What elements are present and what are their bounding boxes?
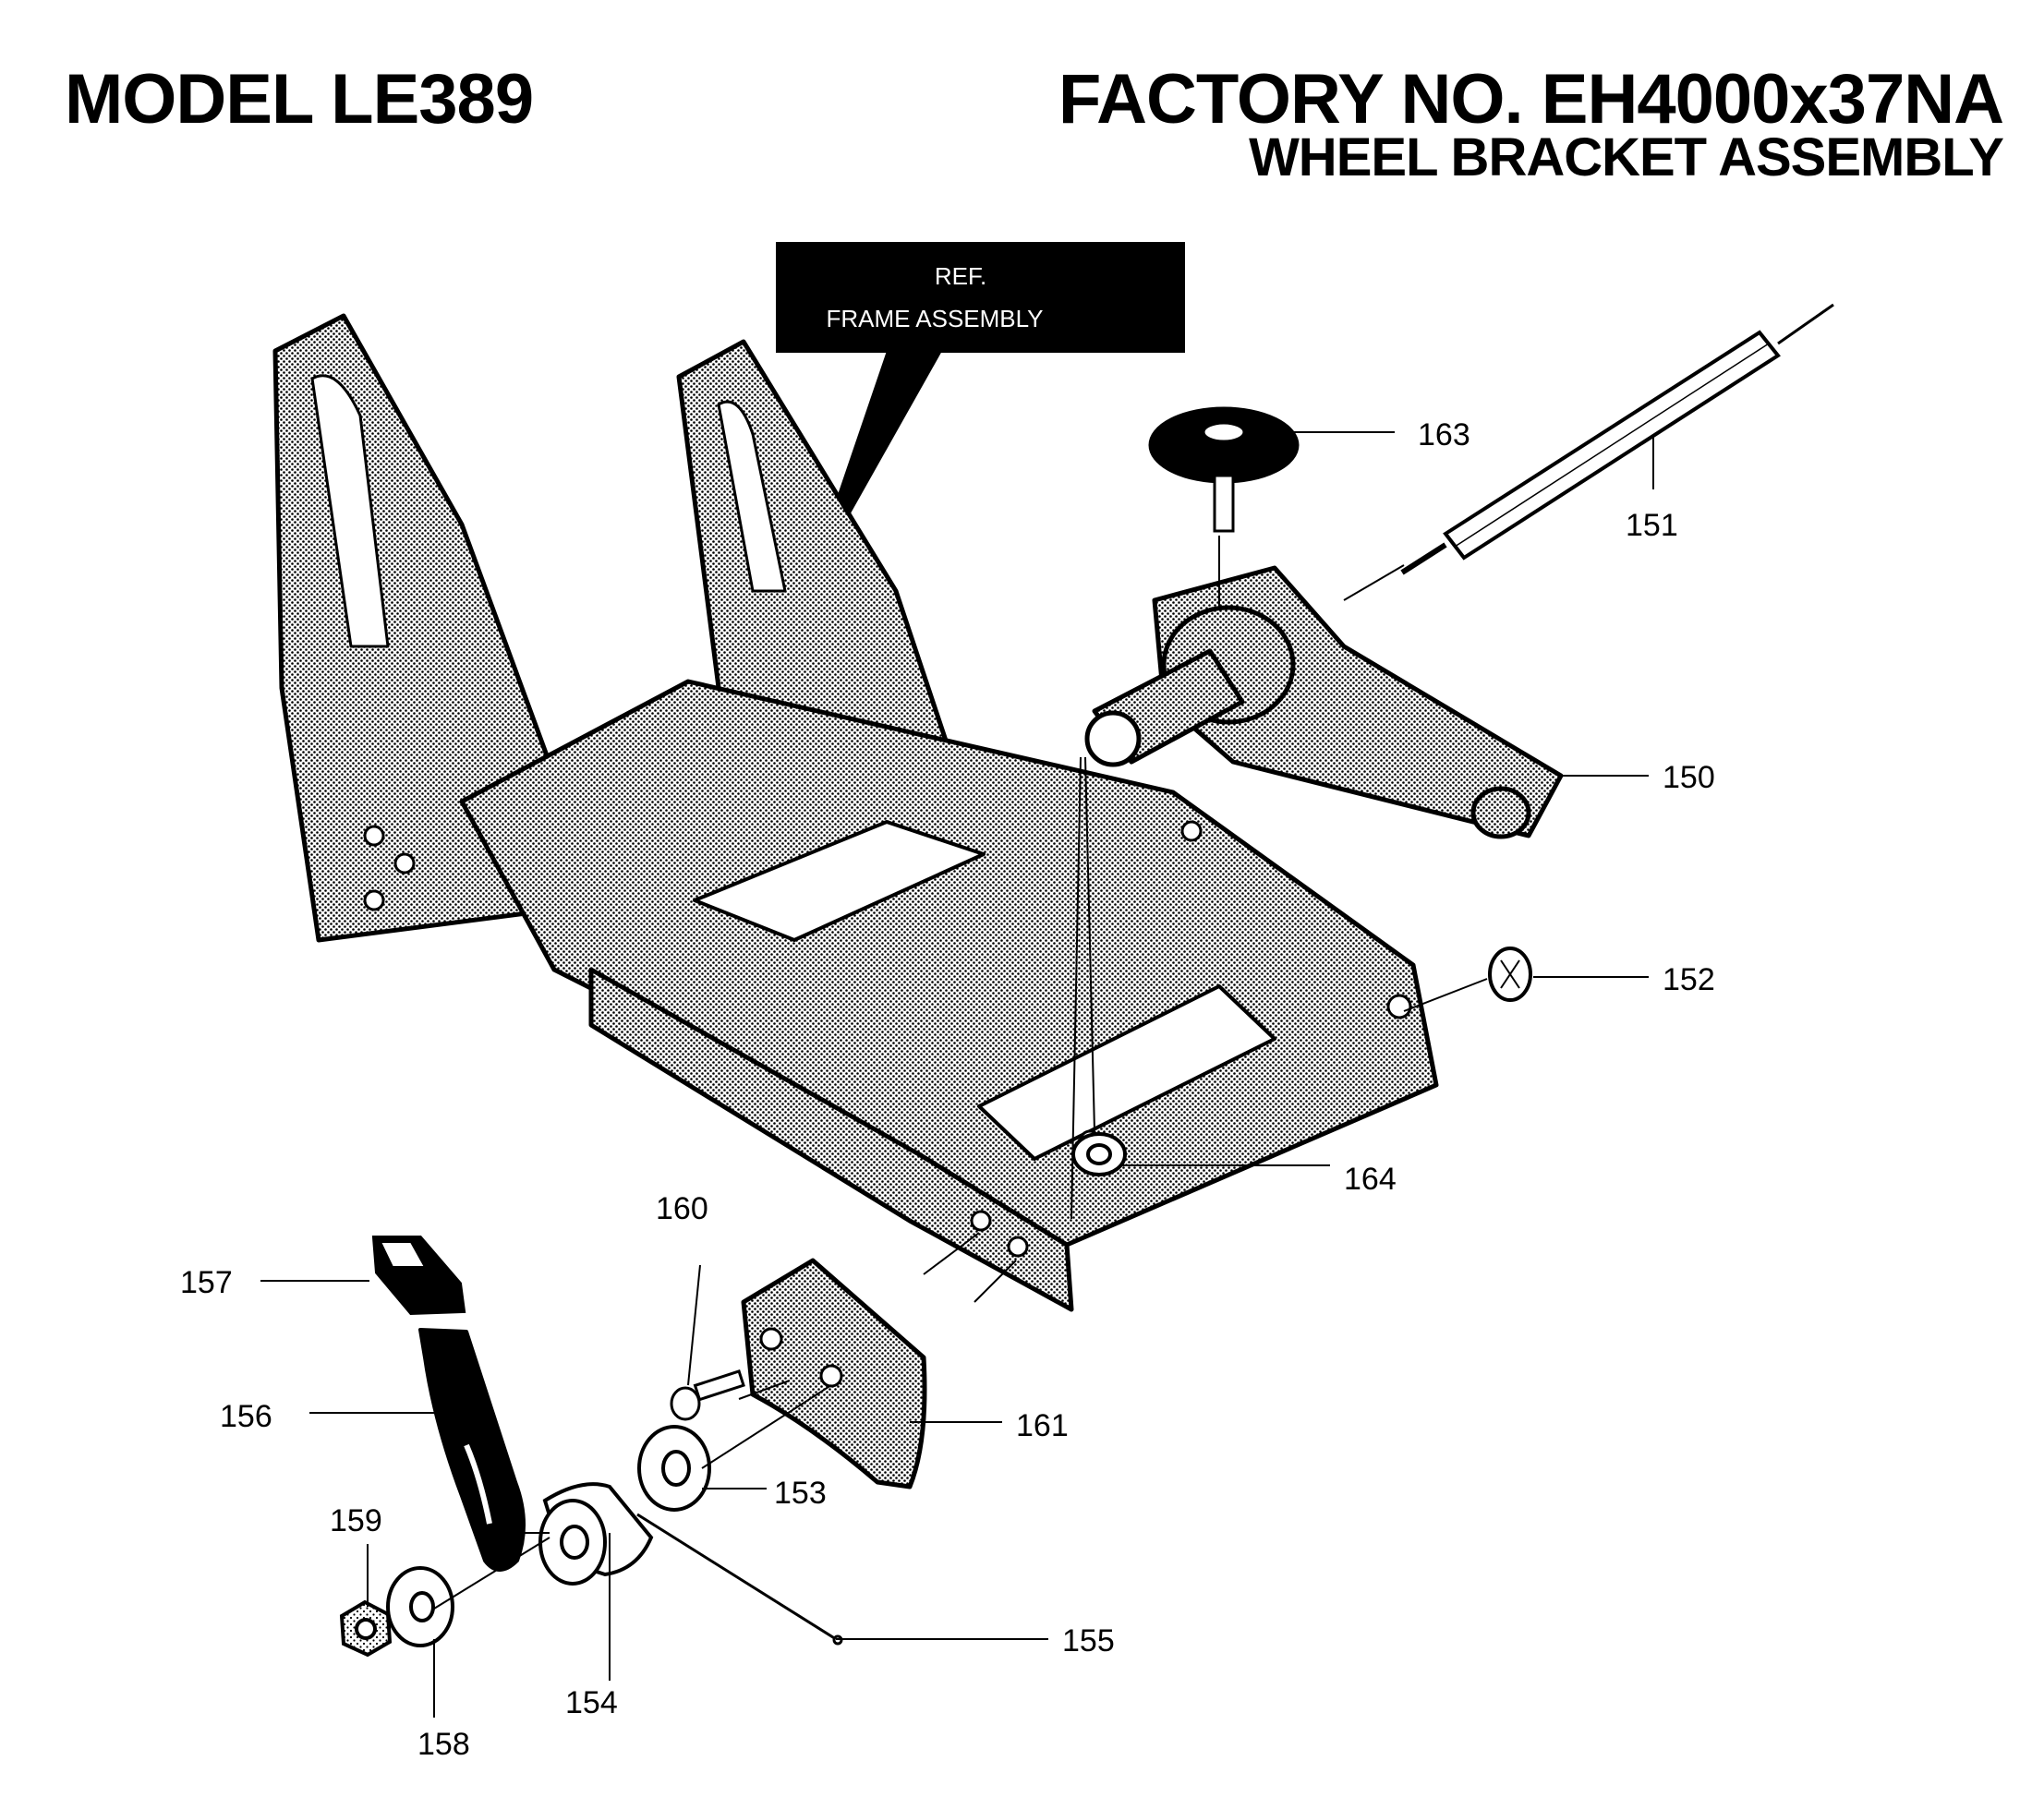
callout-152: 152 <box>1663 962 1715 997</box>
part-151-axle-rod <box>1400 303 1834 575</box>
callout-160: 160 <box>656 1191 708 1226</box>
reference-box <box>776 242 1185 353</box>
part-163-knob <box>1148 406 1300 533</box>
base-slot-left <box>693 820 986 942</box>
callout-labels: 163 151 150 152 164 160 157 156 161 153 … <box>180 417 1715 1762</box>
part-153-washer <box>637 1425 711 1512</box>
reference-line-1: REF. <box>935 262 986 290</box>
part-159-nut <box>339 1599 393 1658</box>
part-156-handle-lever <box>418 1328 526 1572</box>
part-164-bushing <box>1071 1132 1127 1176</box>
part-160-screw <box>670 1369 745 1421</box>
right-plate-slot <box>717 400 787 593</box>
callout-154: 154 <box>565 1685 618 1720</box>
callout-163: 163 <box>1418 417 1470 452</box>
base-slot-right <box>977 984 1276 1161</box>
leader-lines <box>260 431 1654 1718</box>
left-plate-slot <box>310 374 390 648</box>
part-157-handle-grip <box>371 1236 466 1316</box>
part-158-washer <box>386 1566 454 1647</box>
part-154-collar <box>538 1482 654 1586</box>
front-lip <box>588 967 1074 1312</box>
reference-line-2: FRAME ASSEMBLY <box>826 305 1043 332</box>
part-150-wheel-arm <box>1084 565 1564 839</box>
callout-157: 157 <box>180 1265 233 1300</box>
callout-156: 156 <box>220 1399 272 1434</box>
assembly-title: WHEEL BRACKET ASSEMBLY <box>1249 127 2004 187</box>
callout-153: 153 <box>774 1476 827 1511</box>
callout-159: 159 <box>330 1503 382 1538</box>
callout-158: 158 <box>417 1727 470 1762</box>
factory-number: FACTORY NO. EH4000x37NA <box>1058 60 2004 139</box>
callout-151: 151 <box>1626 508 1678 543</box>
model-title: MODEL LE389 <box>65 60 534 139</box>
part-155-pin <box>636 1513 843 1646</box>
frame-assembly <box>272 313 1439 1312</box>
part-152-push-cap <box>1488 947 1532 1002</box>
callout-164: 164 <box>1344 1162 1397 1197</box>
callout-150: 150 <box>1663 760 1715 795</box>
callout-155: 155 <box>1062 1623 1115 1658</box>
callout-161: 161 <box>1016 1408 1069 1443</box>
part-161-adjustment-plate <box>741 1258 927 1489</box>
